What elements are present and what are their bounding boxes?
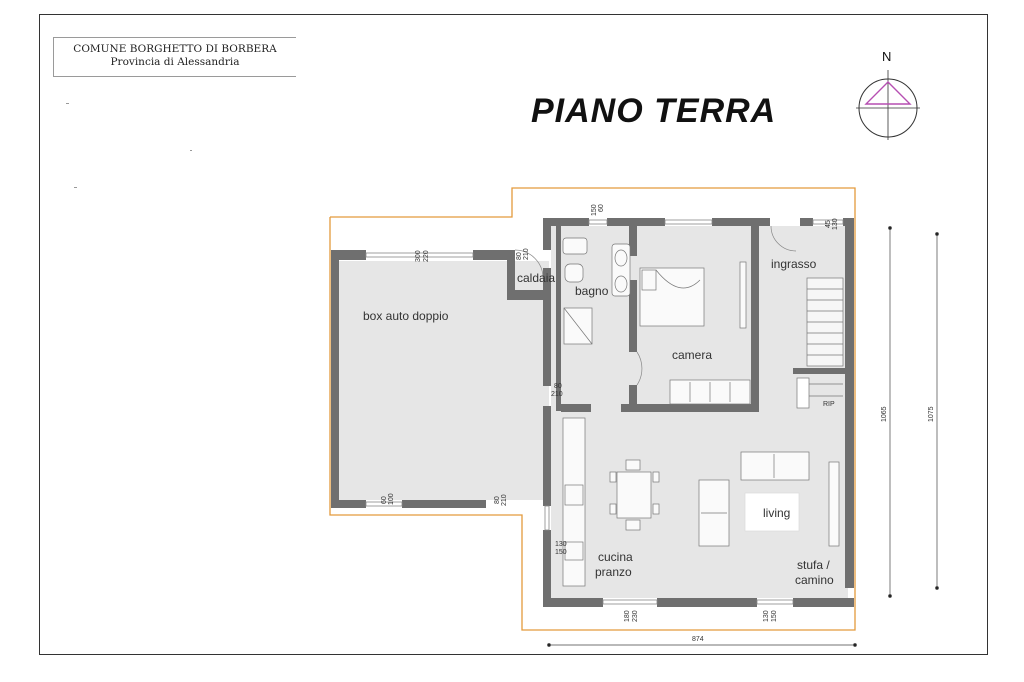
dim-right-total-1: 1065 xyxy=(881,406,888,422)
stray-marks xyxy=(66,103,192,188)
dim-bottom-total: 874 xyxy=(692,636,704,643)
bathroom-fixtures xyxy=(562,237,631,345)
plan-title: PIANO TERRA xyxy=(531,92,777,130)
label-boiler: caldaia xyxy=(517,271,555,285)
dim-bath-window-b: 60 xyxy=(598,204,605,212)
dim-entry-window-b: 130 xyxy=(832,218,839,230)
label-dining: pranzo xyxy=(595,565,632,579)
dim-garage-window-b: 100 xyxy=(388,493,395,505)
label-storage: RIP xyxy=(823,401,835,408)
dim-bath-window-a: 150 xyxy=(591,204,598,216)
dim-right-total-2: 1075 xyxy=(928,406,935,422)
dim-inner-door-b: 210 xyxy=(551,391,563,398)
label-entrance: ingrasso xyxy=(771,257,817,271)
walls xyxy=(331,218,854,607)
staircase xyxy=(796,277,844,409)
floor-fills xyxy=(339,226,848,598)
bedroom-furniture xyxy=(639,261,751,405)
label-bathroom: bagno xyxy=(575,284,609,298)
drawing-frame xyxy=(39,14,988,655)
dim-entry-window-a: 45 xyxy=(825,220,832,228)
dim-dining-window-b: 230 xyxy=(632,610,639,622)
label-bedroom: camera xyxy=(672,348,712,362)
door-swings xyxy=(514,225,797,386)
label-living: living xyxy=(763,506,790,520)
title-block: COMUNE BORGHETTO DI BORBERA Provincia di… xyxy=(53,37,296,77)
dim-boiler-door-a: 80 xyxy=(516,252,523,260)
compass-icon xyxy=(856,70,920,140)
openings xyxy=(365,219,844,605)
province-label: Provincia di Alessandria xyxy=(110,56,240,68)
dim-garage-door-b: 220 xyxy=(423,250,430,262)
label-garage: box auto doppio xyxy=(363,309,449,323)
property-boundary xyxy=(329,187,856,631)
dimension-lines xyxy=(547,226,939,647)
dim-kitchen-window-b: 150 xyxy=(555,549,567,556)
label-stove: stufa / xyxy=(797,558,830,572)
north-label: N xyxy=(882,49,892,64)
living-furniture xyxy=(562,417,840,587)
label-kitchen: cucina xyxy=(598,550,633,564)
dim-inner-door-a: 80 xyxy=(554,383,562,390)
dim-garage-window-a: 60 xyxy=(381,496,388,504)
dim-garage-door-a: 300 xyxy=(415,250,422,262)
dim-garage-door2-a: 80 xyxy=(494,496,501,504)
dim-garage-door2-b: 210 xyxy=(501,494,508,506)
dim-living-window-b: 150 xyxy=(771,610,778,622)
label-fireplace: camino xyxy=(795,573,834,587)
dim-boiler-door-b: 210 xyxy=(523,248,530,260)
municipality-label: COMUNE BORGHETTO DI BORBERA xyxy=(73,43,277,55)
dim-dining-window-a: 180 xyxy=(624,610,631,622)
dim-kitchen-window-a: 130 xyxy=(555,541,567,548)
dim-living-window-a: 130 xyxy=(763,610,770,622)
